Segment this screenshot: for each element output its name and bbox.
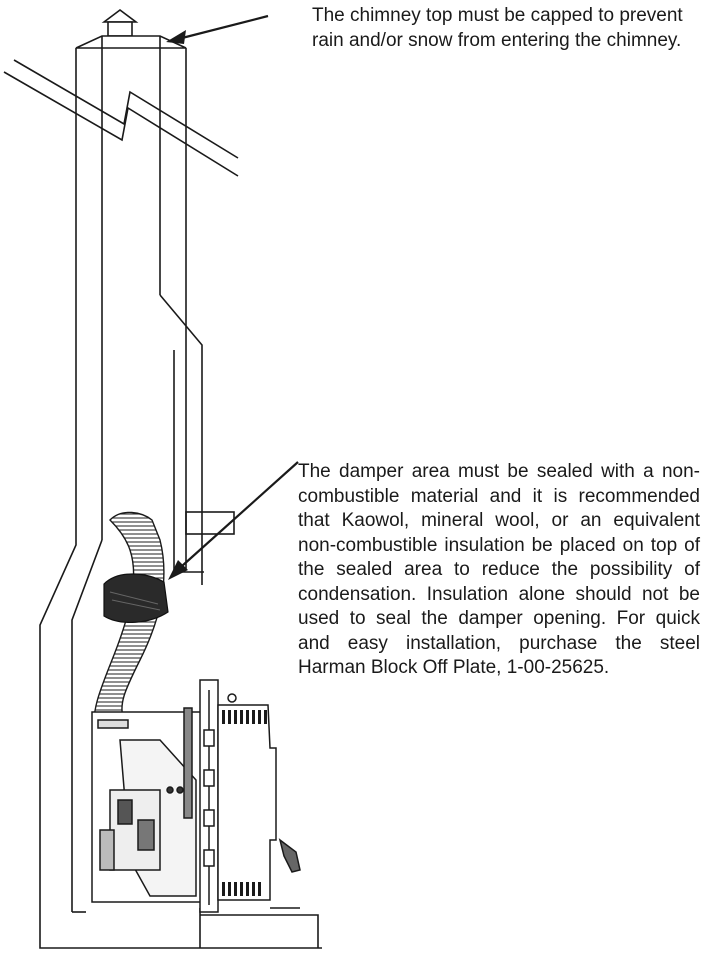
roof-line <box>3 59 239 177</box>
chimney-structure <box>39 48 322 949</box>
damper-seal-callout: The damper area must be sealed with a no… <box>298 461 700 678</box>
chimney-cap <box>75 9 187 49</box>
flexible-liner <box>93 511 169 731</box>
chimney-cap-callout: The chimney top must be capped to preven… <box>312 5 683 51</box>
chimney-cap-arrow <box>181 14 269 40</box>
pellet-stove-insert <box>91 679 301 913</box>
callout-arrows <box>166 14 299 580</box>
damper-arrow <box>181 461 299 567</box>
